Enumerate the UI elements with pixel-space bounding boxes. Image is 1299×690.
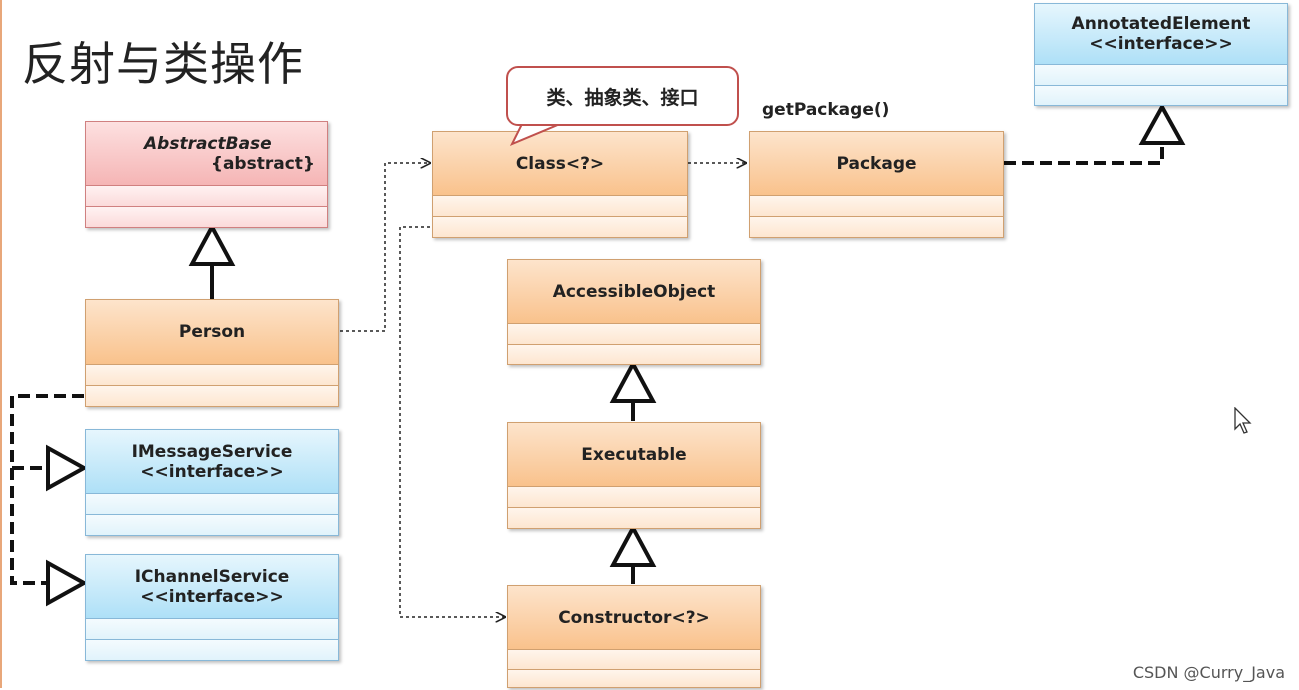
class-box-executable: Executable <box>507 422 761 529</box>
package-implements-line <box>1004 143 1164 165</box>
class-name: IMessageService <box>131 441 293 462</box>
class-box-person: Person <box>85 299 339 407</box>
watermark: CSDN @Curry_Java <box>1132 663 1285 682</box>
stereotype-label: <<interface>> <box>140 586 284 607</box>
interface-box-imessage-service: IMessageService <<interface>> <box>85 429 339 536</box>
realize-triangle-imessage <box>46 444 89 492</box>
abstract-tag: {abstract} <box>210 153 315 174</box>
class-box-accessible-object: AccessibleObject <box>507 259 761 365</box>
interface-box-annotated-element: AnnotatedElement <<interface>> <box>1034 3 1288 106</box>
inherit-triangle-executable <box>609 523 657 567</box>
class-name: Executable <box>581 444 687 465</box>
stereotype-label: <<interface>> <box>140 461 284 482</box>
inherit-triangle-accessible <box>609 359 657 403</box>
class-name: Person <box>178 322 246 342</box>
callout-bubble: 类、抽象类、接口 <box>506 66 739 126</box>
realize-triangle-ichannel <box>46 559 89 607</box>
class-name: Package <box>836 153 917 174</box>
class-name: AnnotatedElement <box>1071 14 1251 34</box>
slide-title: 反射与类操作 <box>22 37 304 91</box>
class-name: IChannelService <box>134 566 290 587</box>
realize-triangle-annotated <box>1138 102 1186 145</box>
class-box-class: Class<?> <box>432 131 688 238</box>
inherit-triangle-abstract <box>188 222 236 266</box>
interface-box-ichannel-service: IChannelService <<interface>> <box>85 554 339 661</box>
stereotype-label: <<interface>> <box>1089 34 1233 54</box>
mouse-cursor-icon <box>1234 407 1252 434</box>
get-package-label: getPackage() <box>762 100 890 120</box>
class-name: AbstractBase <box>144 133 272 154</box>
person-to-class-dependency <box>340 163 430 332</box>
class-box-package: Package <box>749 131 1004 238</box>
person-implements-lines <box>10 394 84 585</box>
class-to-constructor-dependency <box>399 226 505 617</box>
class-name: AccessibleObject <box>552 281 716 302</box>
class-box-constructor: Constructor<?> <box>507 585 761 688</box>
class-name: Constructor<?> <box>558 607 710 628</box>
class-box-abstract-base: AbstractBase {abstract} <box>85 121 328 228</box>
class-name: Class<?> <box>515 153 605 174</box>
